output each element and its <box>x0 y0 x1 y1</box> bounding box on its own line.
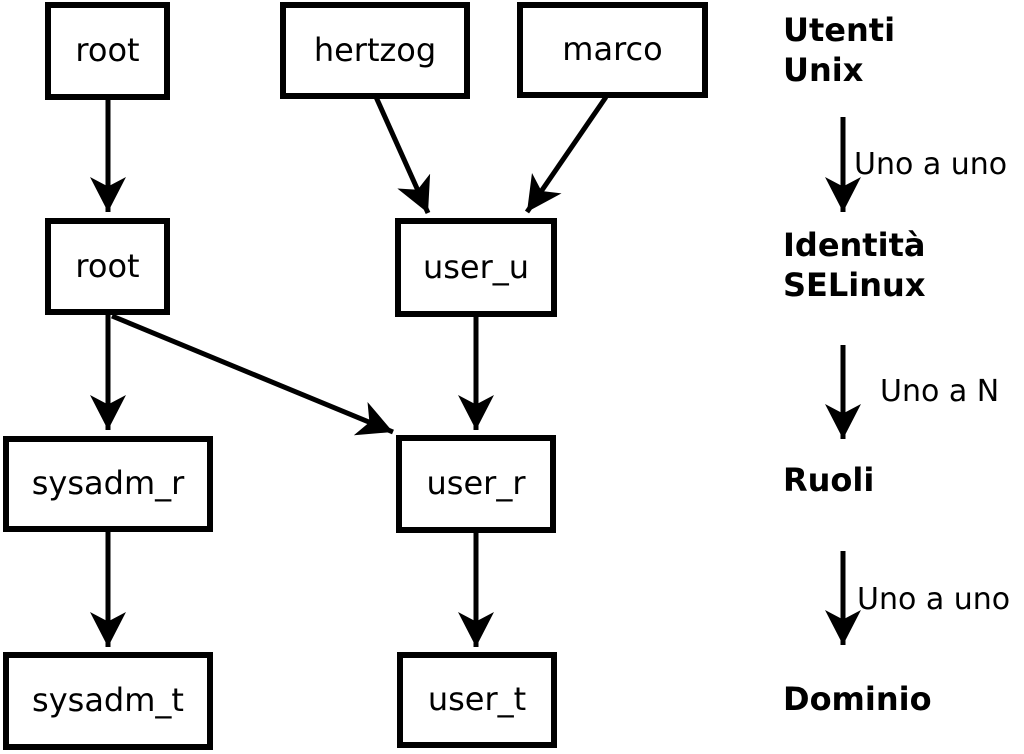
edge-selroot-to-userr <box>111 313 394 436</box>
edge-marco-to-useru <box>524 95 609 214</box>
node-label: marco <box>562 30 663 69</box>
legend-identita-selinux: Identità SELinux <box>783 226 926 304</box>
legend-rel-uno-a-uno-1: Uno a uno <box>854 147 1008 182</box>
node-unix-root: root <box>45 2 170 100</box>
node-label: root <box>75 246 140 285</box>
legend-rel-uno-a-uno-2: Uno a uno <box>857 582 1011 617</box>
node-role-sysadm-r: sysadm_r <box>3 436 213 532</box>
node-domain-sysadm-t: sysadm_t <box>3 652 213 750</box>
legend-dominio: Dominio <box>783 680 932 718</box>
node-label: hertzog <box>313 30 437 69</box>
legend-rel-uno-a-n: Uno a N <box>880 374 1000 409</box>
node-selinux-root: root <box>45 218 170 315</box>
node-label: user_u <box>422 247 530 286</box>
node-label: root <box>75 31 140 70</box>
legend-ruoli: Ruoli <box>783 461 875 499</box>
node-label: user_t <box>427 680 527 719</box>
node-selinux-user-u: user_u <box>395 218 557 317</box>
node-unix-marco: marco <box>517 2 708 98</box>
node-unix-hertzog: hertzog <box>280 2 470 99</box>
legend-utenti-unix: Utenti Unix <box>783 11 896 89</box>
edge-hertzog-to-useru <box>373 95 431 215</box>
node-label: sysadm_t <box>32 681 184 720</box>
node-domain-user-t: user_t <box>397 652 557 748</box>
node-label: user_r <box>426 464 526 503</box>
node-label: sysadm_r <box>31 464 185 503</box>
node-role-user-r: user_r <box>396 435 556 533</box>
